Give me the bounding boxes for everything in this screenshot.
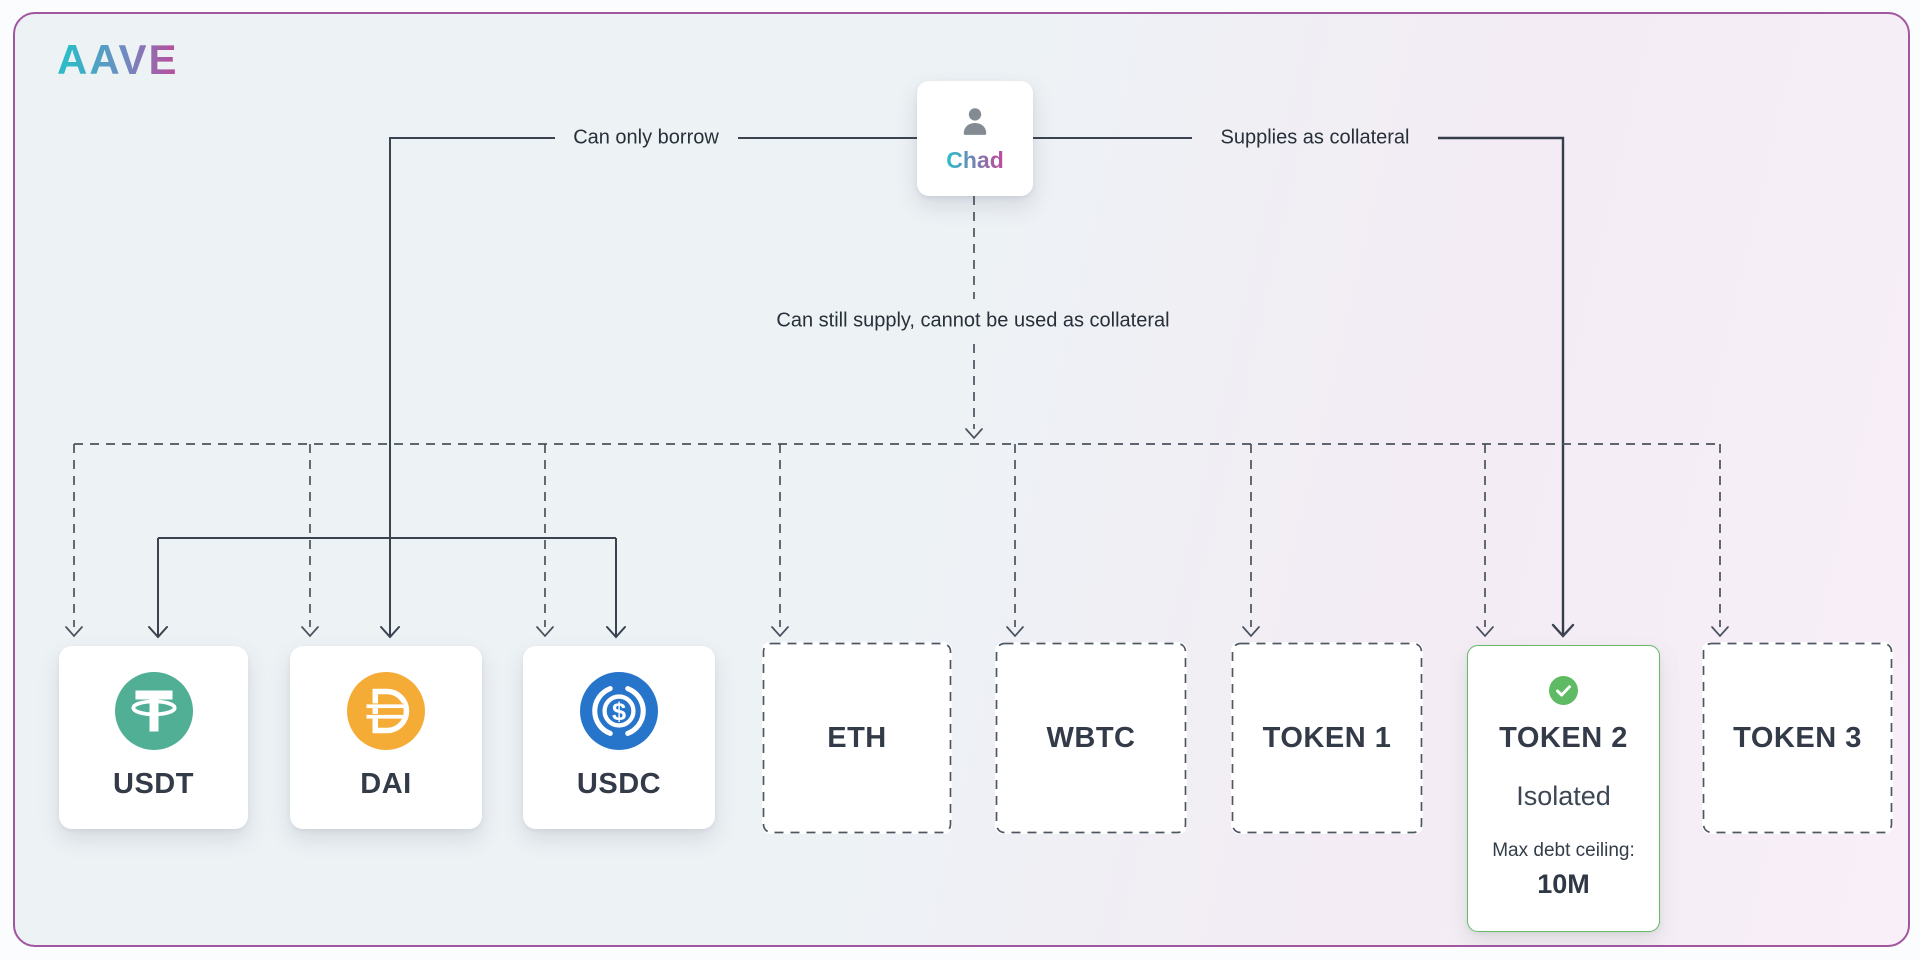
connector-lines	[65, 136, 1729, 639]
token-card-usdt: USDT	[59, 646, 248, 829]
aave-logo: AAVE	[57, 36, 179, 83]
dashed-border	[1231, 642, 1423, 834]
token-symbol: TOKEN 2	[1499, 722, 1628, 754]
token-symbol: USDT	[113, 768, 194, 800]
edge-label-can-only-borrow: Can only borrow	[573, 126, 719, 149]
token-card-token1: TOKEN 1	[1231, 642, 1423, 834]
usdt-icon	[114, 672, 193, 750]
token-card-token2-isolated: TOKEN 2 Isolated Max debt ceiling: 10M	[1467, 645, 1660, 932]
dashed-border	[762, 642, 952, 834]
edge-label-can-still-supply: Can still supply, cannot be used as coll…	[776, 309, 1170, 332]
check-icon	[1549, 676, 1578, 705]
token-symbol: USDC	[576, 768, 662, 800]
token-symbol: DAI	[360, 768, 412, 800]
user-name: Chad	[946, 147, 1004, 173]
debt-ceiling-label: Max debt ceiling:	[1492, 840, 1635, 861]
token-symbol: TOKEN 1	[1262, 721, 1392, 754]
token-card-wbtc: WBTC	[995, 642, 1187, 834]
usdc-icon: $	[580, 672, 658, 750]
diagram-frame: AAVE Can only borrow Supplies as collate…	[13, 12, 1910, 947]
token-card-token3: TOKEN 3	[1702, 642, 1893, 834]
token-card-dai: DAI	[290, 646, 482, 829]
token-symbol: ETH	[827, 721, 887, 754]
token-symbol: WBTC	[1046, 721, 1136, 754]
dashed-border	[995, 642, 1187, 834]
token-card-eth: ETH	[762, 642, 952, 834]
svg-text:$: $	[612, 698, 626, 726]
dai-icon	[347, 672, 425, 750]
debt-ceiling-value: 10M	[1537, 869, 1590, 899]
token-symbol: TOKEN 3	[1733, 721, 1862, 754]
edge-label-supplies-as-collateral: Supplies as collateral	[1220, 126, 1410, 149]
token-status: Isolated	[1516, 781, 1611, 811]
person-icon	[963, 108, 987, 135]
dashed-border	[1702, 642, 1893, 834]
user-card-chad: Chad	[917, 81, 1033, 196]
token-card-usdc: $ USDC	[523, 646, 715, 829]
